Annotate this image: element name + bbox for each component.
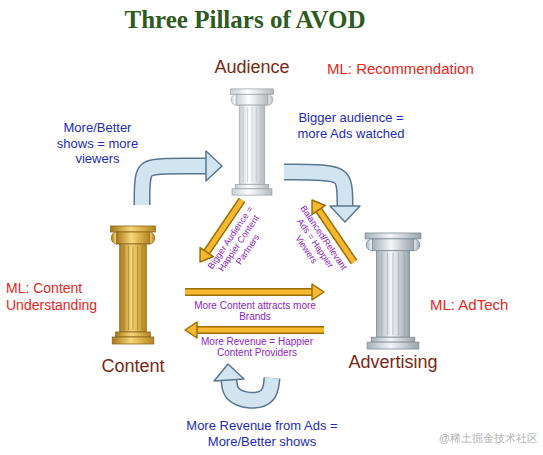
pillar-part <box>247 107 248 183</box>
pillar-part <box>142 246 143 330</box>
arrow-head <box>312 284 324 300</box>
pillar-part <box>387 253 388 336</box>
pillar-part <box>235 184 269 189</box>
arrow-head <box>214 364 244 381</box>
pillar-part <box>398 253 399 336</box>
arrow-head <box>330 206 360 222</box>
arrow-body <box>185 290 312 295</box>
arrow-body <box>197 328 324 333</box>
pillar-part <box>115 332 150 337</box>
pillar-part <box>256 107 257 183</box>
pillar-part <box>381 253 382 336</box>
pillar-part <box>371 337 414 342</box>
flow-note: More/Better shows = more viewers <box>50 120 145 167</box>
arrow-head <box>185 322 197 338</box>
pillar-part <box>120 244 147 332</box>
curved-block-arrow <box>142 151 222 205</box>
pillar-part <box>376 251 409 338</box>
pillar-part <box>252 107 253 183</box>
yellow-arrow <box>185 322 324 338</box>
pillar-part <box>260 107 261 183</box>
arrow-outline <box>229 378 272 400</box>
pillar-part <box>365 233 421 239</box>
pillar-part <box>372 239 413 251</box>
pillar-part <box>239 105 265 184</box>
advertising-pillar-picture <box>365 233 421 349</box>
arrow-outline <box>197 326 324 334</box>
pillar-part <box>116 232 149 244</box>
arrow-body <box>229 378 272 400</box>
diagram-title: Three Pillars of AVOD <box>0 6 490 35</box>
content-pillar-picture <box>110 226 155 344</box>
pillar-label: Audience <box>214 57 289 78</box>
ml-label: ML: Content Understanding <box>6 280 106 314</box>
arrow-head <box>312 200 325 214</box>
pillar-part <box>123 246 124 330</box>
pillar-part <box>137 246 138 330</box>
arrow-label: More Revenue = Happier Content Providers <box>192 336 322 358</box>
pillar-part <box>382 253 405 336</box>
audience-pillar: AudienceML: Recommendation <box>228 88 276 196</box>
pillar-part <box>232 189 272 195</box>
content-pillar: ML: Content UnderstandingContent <box>108 225 158 345</box>
yellow-arrow <box>185 284 324 300</box>
pillar-part <box>243 107 261 183</box>
pillar-part <box>128 246 129 330</box>
pillar-part <box>112 337 154 344</box>
flow-note: More Revenue from Ads = More/Better show… <box>162 418 362 449</box>
arrow-head <box>206 151 222 181</box>
audience-pillar-picture <box>230 89 273 195</box>
watermark: @稀土掘金技术社区 <box>439 432 538 445</box>
pillar-part <box>132 246 133 330</box>
flow-note: Bigger audience = more Ads watched <box>292 110 410 141</box>
ml-label: ML: AdTech <box>430 296 508 313</box>
pillar-part <box>124 246 142 330</box>
ml-label: ML: Recommendation <box>327 60 474 77</box>
advertising-pillar: ML: AdTechAdvertising <box>362 232 424 350</box>
pillar-part <box>236 94 268 105</box>
arrow-label: More Content attracts more Brands <box>190 300 320 322</box>
pillar-part <box>243 107 244 183</box>
pillar-label: Advertising <box>348 352 437 373</box>
arrow-body <box>142 166 206 205</box>
curved-block-arrow <box>214 364 272 400</box>
pillar-part <box>367 342 419 349</box>
pillar-label: Content <box>101 356 164 377</box>
pillar-part <box>404 253 405 336</box>
pillar-part <box>110 226 155 232</box>
pillar-part <box>392 253 393 336</box>
pillar-part <box>230 89 273 94</box>
arrow-outline <box>185 288 312 296</box>
arrow-outline <box>142 166 206 205</box>
